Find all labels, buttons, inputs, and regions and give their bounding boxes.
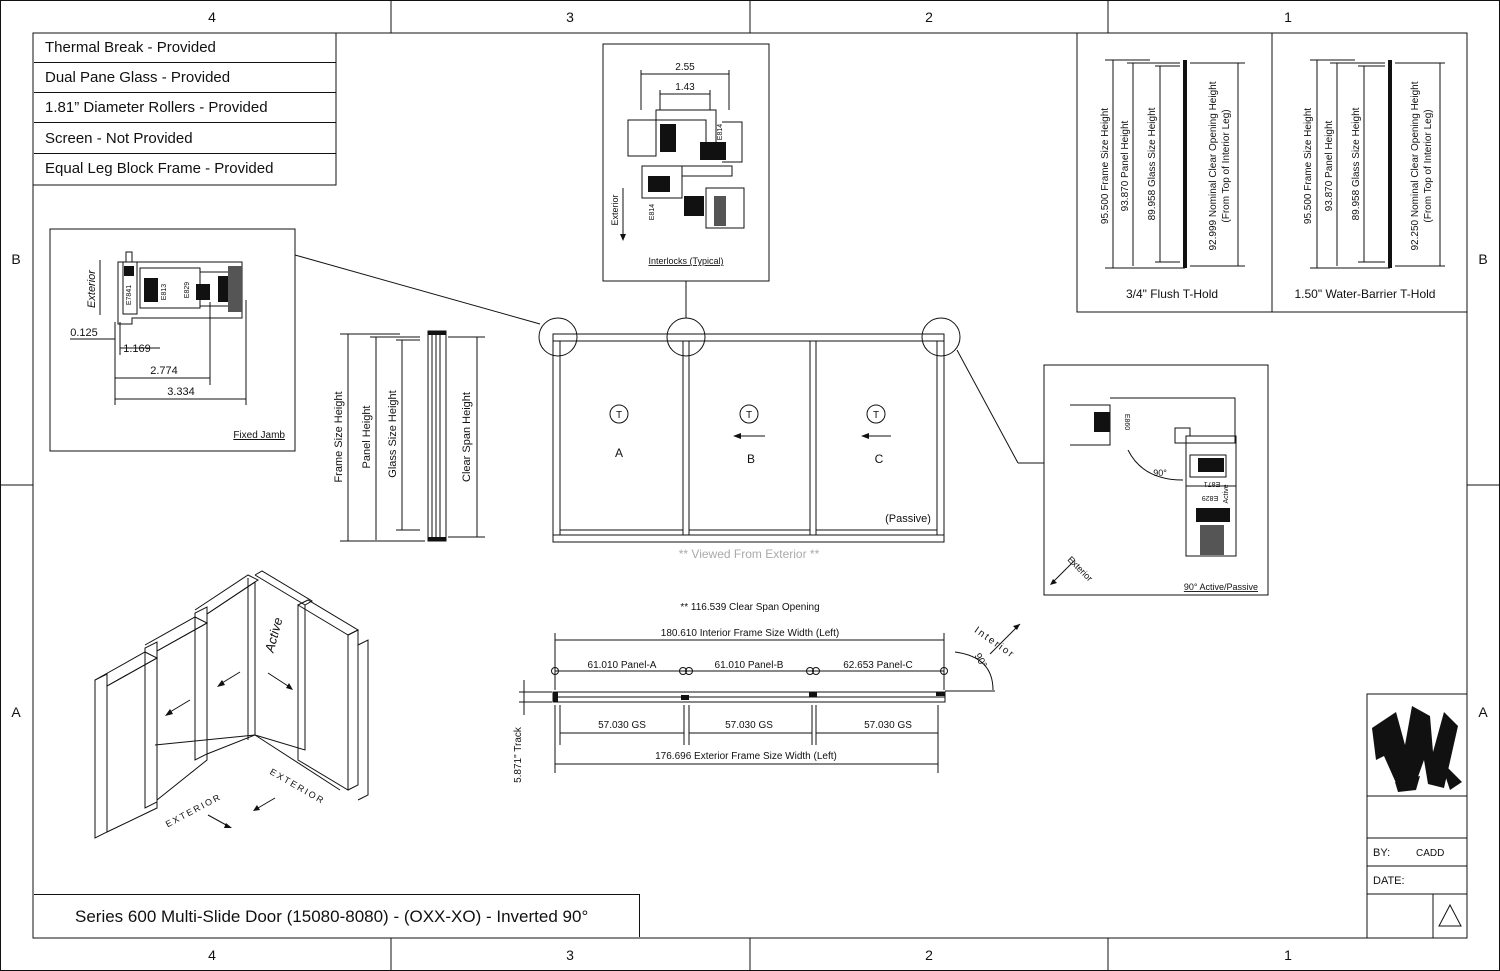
height-label: 92.999 Nominal Clear Opening Height	[1208, 81, 1219, 250]
part-label: E813	[161, 284, 168, 300]
zone-labels: 4 3 2 1 4 3 2 1 B B A A	[11, 9, 1488, 963]
panel-label: A	[615, 446, 623, 460]
dim-label: 2.774	[150, 365, 178, 377]
col-label: 3	[566, 9, 574, 25]
gs-width: 57.030 GS	[598, 720, 646, 731]
active-passive-detail: E860 E871 E829 Active 90° Exterior 90° A…	[1043, 364, 1269, 596]
height-label: 95.500 Frame Size Height	[1100, 108, 1111, 224]
height-dimensions: Frame Size Height Panel Height Glass Siz…	[333, 330, 485, 542]
tracker-symbol: T	[873, 410, 879, 421]
fixed-jamb-detail: Exterior E7841 E813 E829 0.125 1.169 2.7…	[49, 228, 296, 452]
angle-label: 90°	[1153, 468, 1167, 478]
active-passive-caption: 90° Active/Passive	[1184, 582, 1258, 592]
panel-width: 62.653 Panel-C	[843, 660, 913, 671]
part-label: E829	[1202, 494, 1218, 501]
height-label: Clear Span Height	[461, 392, 473, 482]
part-label: E860	[1123, 414, 1130, 430]
interlocks-detail: 2.55 1.43 E829 E814 E814 E829 Exterior I…	[602, 43, 770, 282]
active-label: Active	[262, 616, 286, 655]
clear-span-label: ** 116.539 Clear Span Opening	[680, 602, 819, 613]
part-label: E829	[184, 282, 191, 298]
exterior-label: Exterior	[610, 194, 620, 225]
company-logo	[1372, 706, 1462, 792]
callout-leader	[956, 349, 1019, 464]
gs-width: 57.030 GS	[864, 720, 912, 731]
drawing-title: Series 600 Multi-Slide Door (15080-8080)…	[34, 894, 640, 937]
dim-label: 3.334	[167, 386, 195, 398]
part-label: E814	[717, 124, 724, 140]
panel-label: B	[747, 452, 755, 466]
date-label: DATE:	[1373, 875, 1405, 887]
callout-leader	[294, 254, 541, 325]
width-label: 180.610 Interior Frame Size Width (Left)	[661, 628, 839, 639]
panel-width: 61.010 Panel-B	[715, 660, 784, 671]
notes-box	[32, 32, 337, 186]
col-label: 4	[208, 947, 216, 963]
row-label: B	[11, 251, 20, 267]
track-label: 5.871" Track	[513, 726, 524, 783]
tracker-symbol: T	[746, 410, 752, 421]
revision-triangle-icon	[1438, 903, 1462, 927]
dim-label: 0.125	[70, 327, 98, 339]
height-label: 95.500 Frame Size Height	[1303, 108, 1314, 224]
dim-label: 1.169	[123, 343, 151, 355]
width-label: 176.696 Exterior Frame Size Width (Left)	[655, 751, 837, 762]
note-screen: Screen - Not Provided	[34, 124, 336, 154]
plan-view: ** 116.539 Clear Span Opening 180.610 In…	[513, 602, 1021, 783]
height-label: 93.870 Panel Height	[1120, 120, 1131, 211]
col-label: 1	[1284, 9, 1292, 25]
dim-label: 2.55	[675, 62, 695, 73]
gs-width: 57.030 GS	[725, 720, 773, 731]
passive-label: (Passive)	[885, 513, 931, 525]
note-rollers: 1.81” Diameter Rollers - Provided	[34, 93, 336, 123]
part-label: Active	[1223, 484, 1230, 503]
panel-width: 61.010 Panel-A	[588, 660, 657, 671]
t-hold-caption: 1.50" Water-Barrier T-Hold	[1295, 287, 1436, 301]
isometric-view: Active EXTERIOR EXTERIOR	[94, 570, 369, 839]
note-block-frame: Equal Leg Block Frame - Provided	[45, 160, 274, 177]
col-label: 4	[208, 9, 216, 25]
note-thermal-break: Thermal Break - Provided	[34, 33, 336, 63]
t-hold-caption: 3/4" Flush T-Hold	[1126, 287, 1218, 301]
height-label: Panel Height	[361, 406, 373, 469]
height-label: (From Top of Interior Leg)	[1221, 109, 1232, 222]
viewed-from-exterior: ** Viewed From Exterior **	[679, 547, 820, 561]
height-label: 93.870 Panel Height	[1324, 120, 1335, 211]
t-hold-panel: 95.500 Frame Size Height 93.870 Panel He…	[1076, 32, 1468, 313]
dim-label: 1.43	[675, 82, 695, 93]
col-label: 2	[925, 947, 933, 963]
title-block: BY: CADD DATE:	[1366, 693, 1468, 939]
exterior-label: Exterior	[86, 269, 98, 308]
height-label: 89.958 Glass Size Height	[1351, 107, 1362, 220]
row-label: A	[1478, 704, 1488, 720]
exterior-label: Exterior	[1066, 554, 1095, 583]
col-label: 2	[925, 9, 933, 25]
part-label: E871	[1204, 480, 1220, 487]
by-label: BY:	[1373, 847, 1390, 859]
tracker-symbol: T	[616, 410, 622, 421]
by-value: CADD	[1416, 848, 1444, 859]
height-label: 89.958 Glass Size Height	[1147, 107, 1158, 220]
panel-label: C	[875, 452, 884, 466]
height-label: 92.250 Nominal Clear Opening Height	[1410, 81, 1421, 250]
exterior-label: EXTERIOR	[164, 791, 223, 829]
elevation-view: T T T A B C (Passive) ** Viewed From Ext…	[538, 317, 961, 561]
interlocks-caption: Interlocks (Typical)	[648, 256, 723, 266]
part-label: E7841	[126, 285, 133, 305]
note-dual-pane-glass: Dual Pane Glass - Provided	[34, 63, 336, 93]
col-label: 3	[566, 947, 574, 963]
height-label: Glass Size Height	[387, 390, 399, 477]
height-label: (From Top of Interior Leg)	[1423, 109, 1434, 222]
row-label: A	[11, 704, 21, 720]
part-label: E829	[685, 198, 692, 214]
height-label: Frame Size Height	[333, 391, 345, 482]
fixed-jamb-caption: Fixed Jamb	[233, 430, 285, 441]
part-label: E814	[649, 204, 656, 220]
row-label: B	[1478, 251, 1487, 267]
part-label: E829	[671, 132, 678, 148]
col-label: 1	[1284, 947, 1292, 963]
